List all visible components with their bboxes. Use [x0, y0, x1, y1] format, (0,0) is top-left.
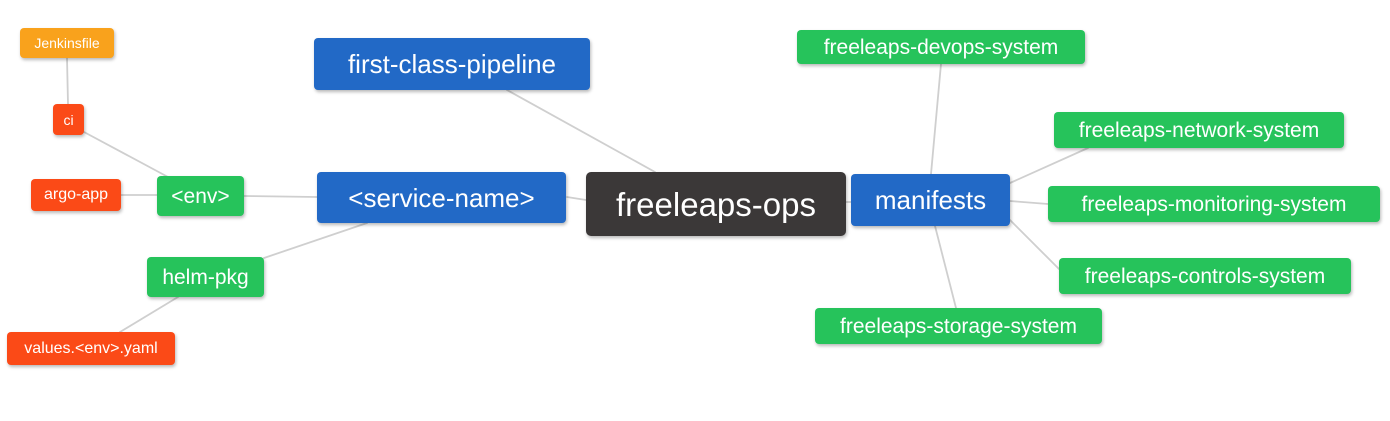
- edge-ci-env: [83, 131, 169, 178]
- node-service-name[interactable]: <service-name>: [317, 172, 566, 223]
- edge-helm-pkg-values: [119, 296, 179, 333]
- edge-jenkinsfile-ci: [66, 57, 69, 105]
- node-freeleaps-network-system[interactable]: freeleaps-network-system: [1054, 112, 1344, 148]
- edge-manifests-monitoring: [1009, 200, 1049, 205]
- edge-manifests-devops: [930, 63, 942, 175]
- node-freeleaps-controls-system[interactable]: freeleaps-controls-system: [1059, 258, 1351, 294]
- edge-manifests-controls: [1009, 219, 1060, 270]
- edge-service-name-helm-pkg: [263, 222, 368, 259]
- node-argo-app[interactable]: argo-app: [31, 179, 121, 211]
- node-env[interactable]: <env>: [157, 176, 244, 216]
- node-values-env-yaml[interactable]: values.<env>.yaml: [7, 332, 175, 365]
- node-manifests[interactable]: manifests: [851, 174, 1010, 226]
- edge-env-service-name: [243, 195, 318, 198]
- edge-pipeline-ops: [506, 89, 656, 173]
- node-jenkinsfile[interactable]: Jenkinsfile: [20, 28, 114, 58]
- node-ci[interactable]: ci: [53, 104, 84, 135]
- node-freeleaps-ops-root[interactable]: freeleaps-ops: [586, 172, 846, 236]
- edge-service-name-ops: [566, 196, 587, 201]
- node-first-class-pipeline[interactable]: first-class-pipeline: [314, 38, 590, 90]
- node-freeleaps-storage-system[interactable]: freeleaps-storage-system: [815, 308, 1102, 344]
- node-helm-pkg[interactable]: helm-pkg: [147, 257, 264, 297]
- node-freeleaps-monitoring-system[interactable]: freeleaps-monitoring-system: [1048, 186, 1380, 222]
- node-freeleaps-devops-system[interactable]: freeleaps-devops-system: [797, 30, 1085, 64]
- edge-manifests-network: [1009, 147, 1089, 184]
- edge-manifests-storage: [934, 225, 957, 309]
